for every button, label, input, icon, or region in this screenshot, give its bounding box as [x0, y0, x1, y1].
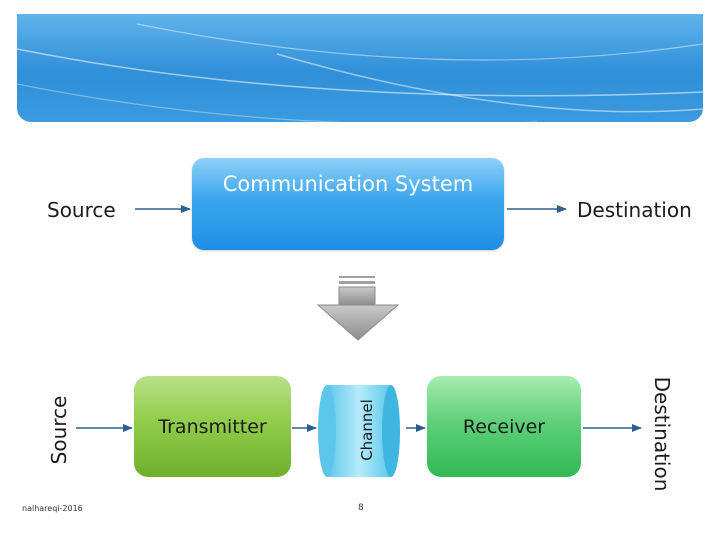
communication-system-box: Communication System: [192, 158, 504, 250]
channel-cylinder: [318, 385, 400, 477]
expand-down-arrow: [316, 276, 400, 341]
receiver-box: Receiver: [427, 376, 581, 477]
page-number: 8: [358, 503, 364, 513]
source-label-top: Source: [47, 198, 116, 222]
channel-label: Channel: [358, 399, 376, 461]
banner-wave-decoration: [17, 23, 703, 122]
header-banner: [17, 14, 703, 122]
source-label-bottom: Source: [47, 395, 71, 465]
transmitter-box: Transmitter: [134, 376, 291, 477]
destination-label-bottom: Destination: [650, 376, 674, 492]
footer-author: nalhareqi-2016: [22, 504, 83, 513]
destination-label-top: Destination: [577, 198, 692, 222]
